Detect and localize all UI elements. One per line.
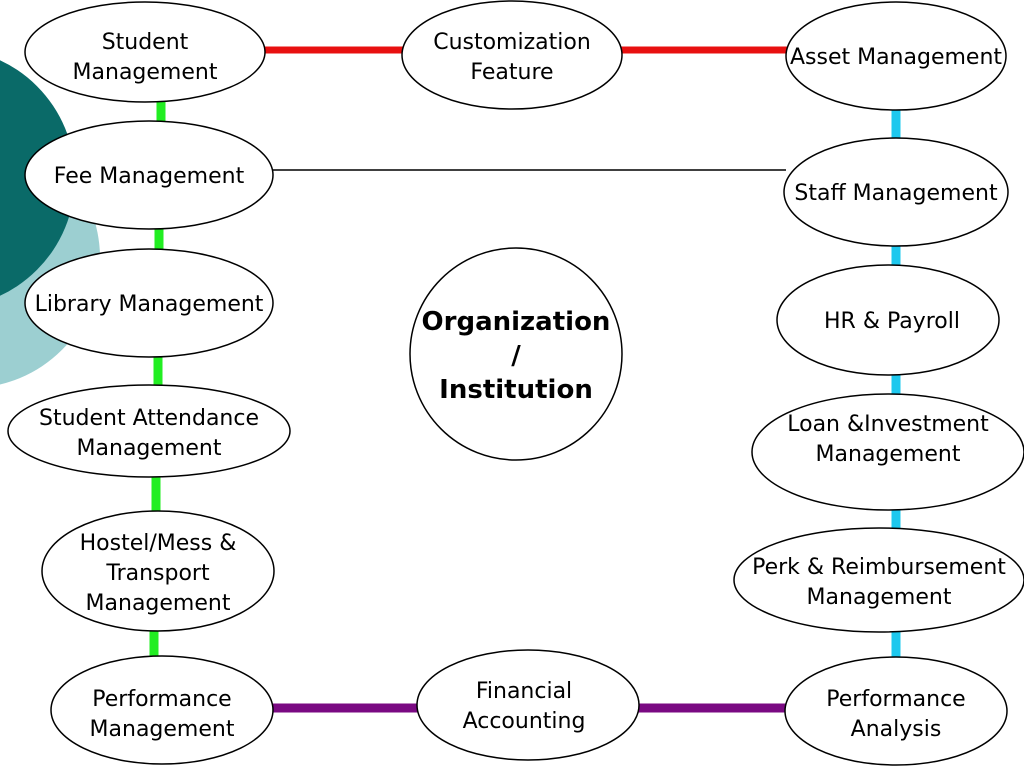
label-line: Perk & Reimbursement (752, 555, 1006, 580)
label-line: HR & Payroll (824, 309, 960, 334)
label-line: Organization (422, 307, 611, 337)
label-line: Performance (92, 687, 231, 712)
node-label: Fee Management (54, 164, 245, 189)
label-line: Fee Management (54, 164, 245, 189)
label-line: Asset Management (790, 45, 1002, 70)
center-label: Organization / Institution (422, 307, 611, 405)
label-line: Student (102, 30, 189, 55)
node-asset-management: Asset Management (785, 1, 1007, 111)
label-line: Management (90, 717, 235, 742)
label-line: Accounting (463, 709, 586, 734)
label-line: Management (73, 60, 218, 85)
node-staff-management: Staff Management (783, 137, 1009, 247)
node-fee-management: Fee Management (24, 120, 274, 230)
label-line: Financial (476, 679, 572, 704)
label-line: Hostel/Mess & (80, 531, 237, 556)
label-line: Management (816, 442, 961, 467)
label-line: Customization (433, 30, 591, 55)
label-line: Feature (470, 60, 553, 85)
label-line: Performance (826, 687, 965, 712)
node-library-management: Library Management (24, 248, 274, 358)
label-line: Staff Management (794, 181, 998, 206)
node-label: Library Management (35, 292, 264, 317)
label-line: Library Management (35, 292, 264, 317)
label-line: Transport (105, 561, 210, 586)
label-line: / (511, 341, 521, 371)
label-line: Management (807, 585, 952, 610)
node-label: Asset Management (790, 45, 1002, 70)
node-label: Staff Management (794, 181, 998, 206)
center-node-organization: Organization / Institution (409, 247, 623, 461)
label-line: Management (77, 436, 222, 461)
label-line: Student Attendance (39, 406, 259, 431)
label-line: Institution (439, 375, 593, 405)
label-line: Analysis (851, 717, 942, 742)
node-label: HR & Payroll (824, 309, 960, 334)
label-line: Management (86, 591, 231, 616)
node-hr-payroll: HR & Payroll (776, 264, 1000, 376)
label-line: Loan &Investment (787, 412, 989, 437)
